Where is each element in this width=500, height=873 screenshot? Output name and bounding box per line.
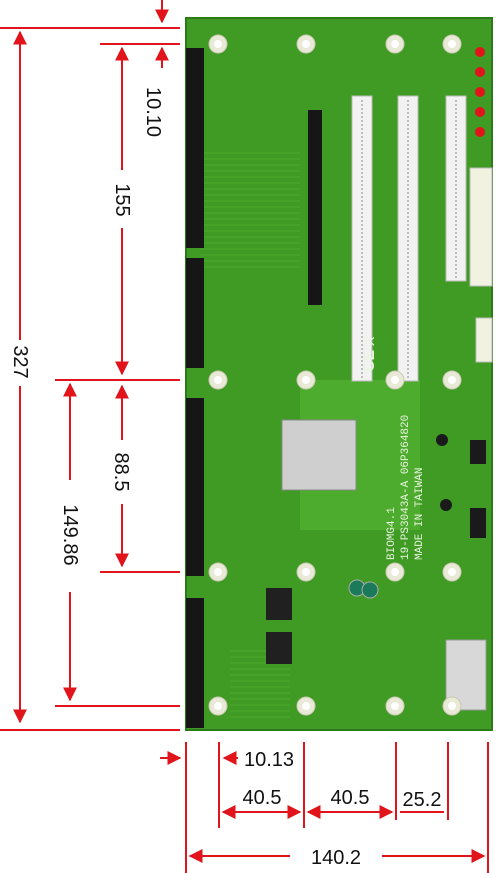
pcb-body bbox=[185, 17, 493, 731]
silkscreen-line-3: MADE IN TAIWAN bbox=[414, 468, 426, 560]
bridge-chip bbox=[281, 419, 357, 491]
dim-pitch-a: 40.5 bbox=[243, 787, 282, 809]
red-leds bbox=[475, 47, 485, 137]
dim-section-155: 155 bbox=[111, 183, 133, 216]
atx-power-connector bbox=[469, 167, 493, 287]
connector-left-3 bbox=[186, 398, 204, 576]
dim-offset-bottom: 10.13 bbox=[244, 749, 294, 771]
connector-left-1 bbox=[186, 48, 204, 248]
mounting-hole-center bbox=[302, 40, 310, 48]
pci-slot-2 bbox=[397, 95, 419, 382]
mounting-hole-center bbox=[214, 40, 222, 48]
ic-lower-2 bbox=[266, 632, 292, 664]
cert-marks: CE X bbox=[361, 336, 378, 372]
mounting-hole-center bbox=[302, 702, 310, 710]
mounting-hole-center bbox=[214, 376, 222, 384]
silkscreen-block: BIOMG4.1 19-PS3043A-A 06P364820 MADE IN … bbox=[386, 415, 426, 560]
capacitor-3 bbox=[436, 434, 448, 446]
dim-section-88: 88.5 bbox=[110, 453, 132, 492]
mounting-hole-center bbox=[448, 40, 456, 48]
mounting-hole-center bbox=[391, 376, 399, 384]
capacitor-2 bbox=[361, 581, 379, 599]
mounting-hole-center bbox=[391, 568, 399, 576]
silkscreen-line-1: BIOMG4.1 bbox=[386, 507, 398, 560]
mounting-hole-center bbox=[302, 376, 310, 384]
dim-overall-height: 327 bbox=[9, 345, 31, 378]
dim-section-149: 149.86 bbox=[59, 504, 81, 565]
jumper-right bbox=[470, 508, 486, 538]
mounting-hole-center bbox=[302, 568, 310, 576]
ce-mark: CE bbox=[361, 349, 378, 372]
mounting-holes bbox=[208, 34, 462, 716]
mounting-hole-center bbox=[214, 702, 222, 710]
aux-power-connector bbox=[475, 317, 493, 363]
dim-overall-width: 140.2 bbox=[311, 847, 361, 869]
silkscreen-line-2: 19-PS3043A-A 06P364820 bbox=[400, 415, 412, 560]
mounting-hole-center bbox=[448, 376, 456, 384]
mounting-hole-center bbox=[214, 568, 222, 576]
pci-slot-1 bbox=[351, 95, 373, 382]
connector-left-2 bbox=[186, 258, 204, 368]
mounting-hole-center bbox=[391, 40, 399, 48]
dim-pitch-b: 40.5 bbox=[331, 787, 370, 809]
mounting-hole-center bbox=[448, 568, 456, 576]
jumper-right-2 bbox=[470, 440, 486, 464]
weee-mark: X bbox=[361, 336, 377, 346]
pcie-slot bbox=[308, 110, 322, 305]
pcb-board: BIOMG4.1 19-PS3043A-A 06P364820 MADE IN … bbox=[185, 17, 493, 731]
mounting-hole-center bbox=[391, 702, 399, 710]
trace-area bbox=[200, 150, 300, 270]
dim-top-offset: 10.10 bbox=[142, 87, 164, 137]
capacitor-4 bbox=[440, 499, 452, 511]
ic-lower-1 bbox=[266, 588, 292, 620]
connector-left-4 bbox=[186, 598, 204, 728]
mounting-hole-center bbox=[448, 702, 456, 710]
dim-pitch-c: 25.2 bbox=[403, 789, 442, 811]
